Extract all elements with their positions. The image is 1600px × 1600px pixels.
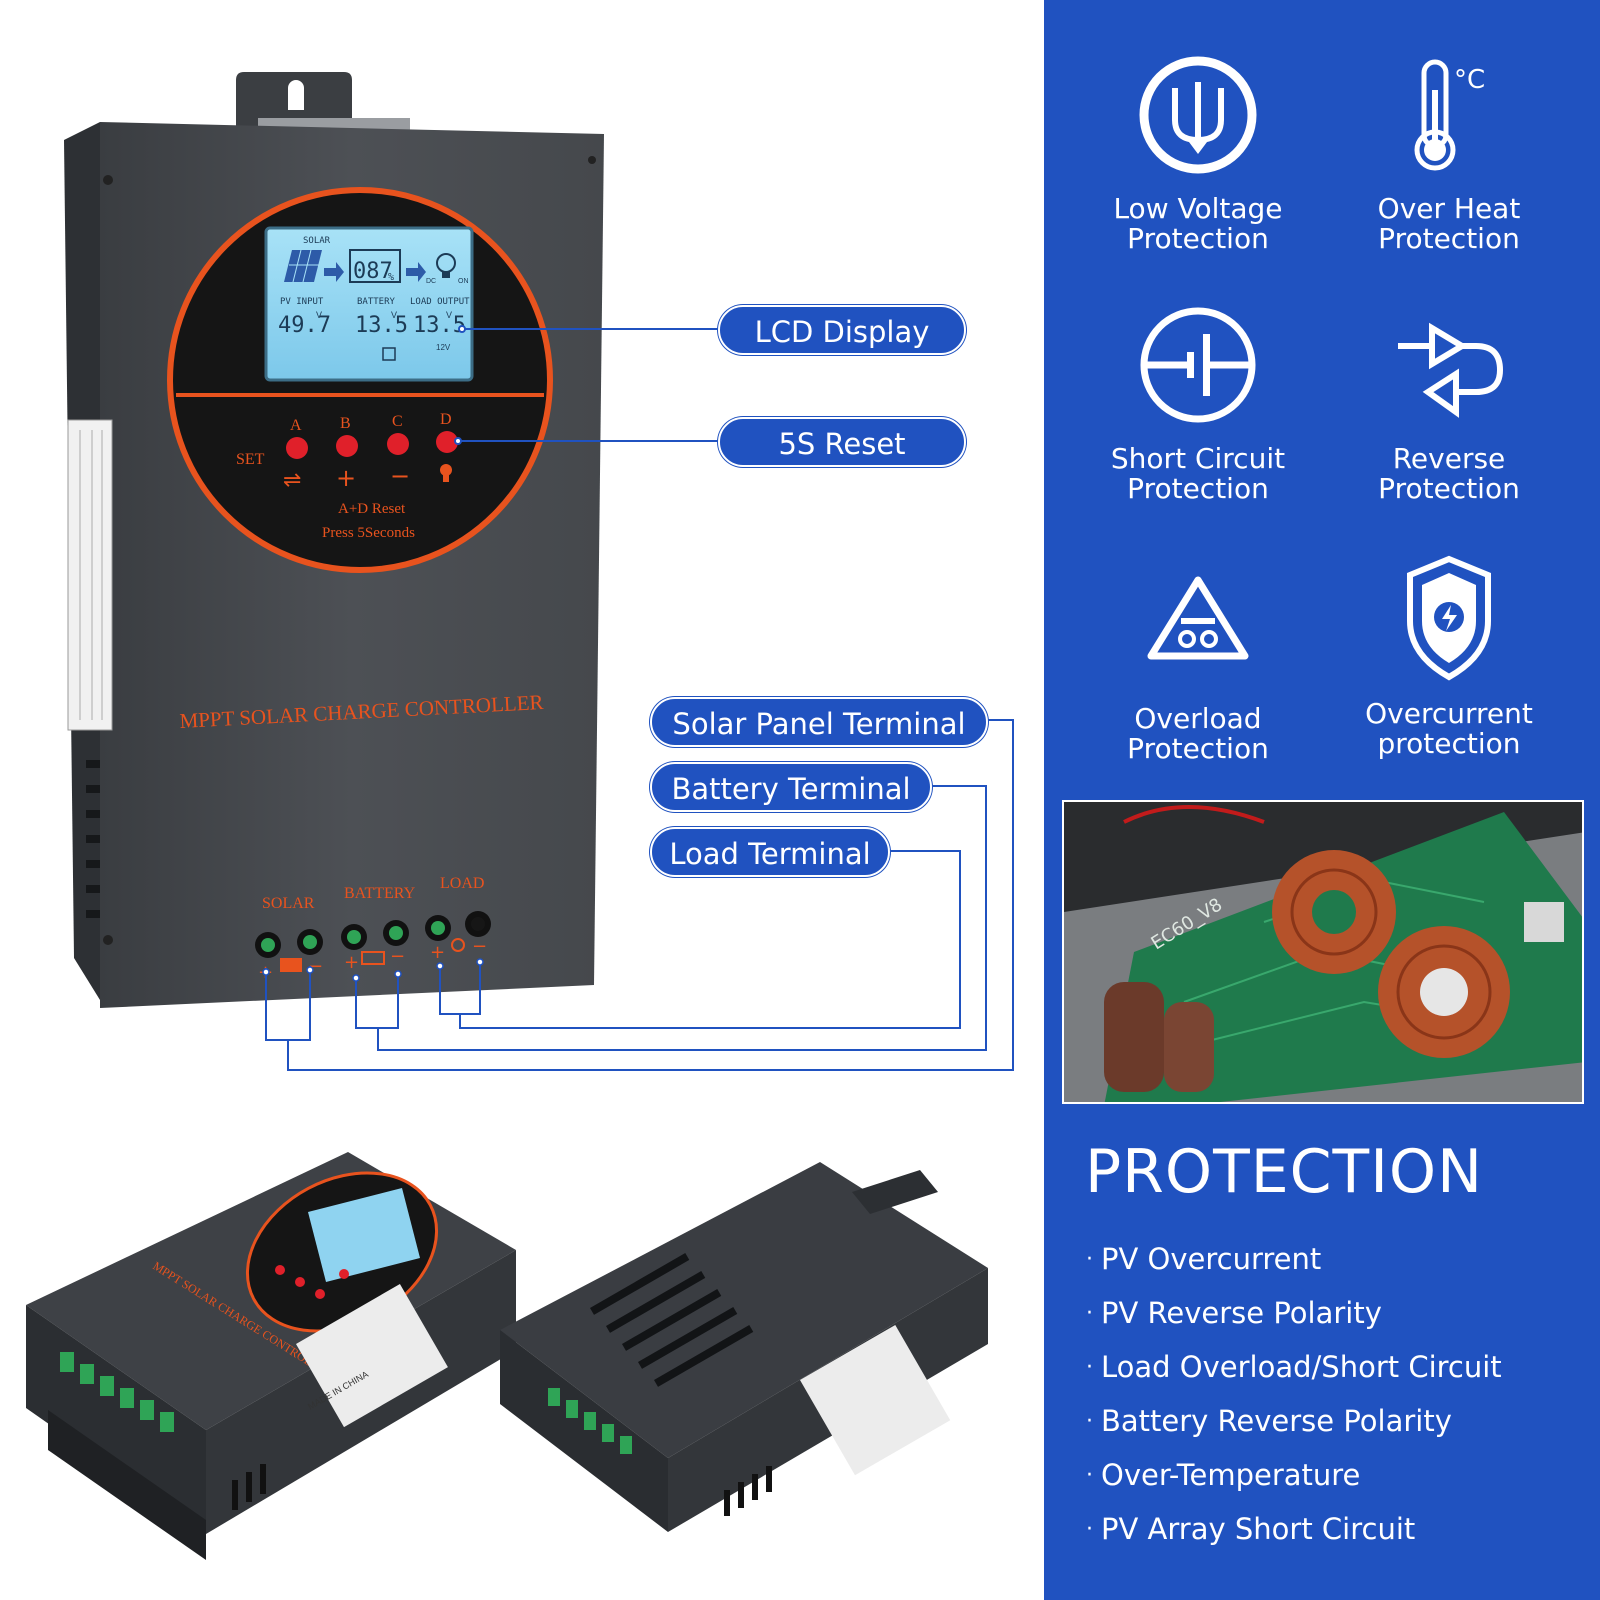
callout-solar-terminal: Solar Panel Terminal <box>650 697 988 747</box>
controller-angled-front: MPPT SOLAR CHARGE CONTROLLER MADE IN CHI… <box>26 1152 516 1560</box>
button-d[interactable] <box>436 431 458 453</box>
svg-text:D: D <box>440 411 452 428</box>
feature-overcurrent: Overcurrent protection <box>1334 555 1564 759</box>
svg-text:BATTERY: BATTERY <box>357 297 396 307</box>
list-item: ·PV Overcurrent <box>1086 1242 1322 1276</box>
svg-text:−: − <box>390 946 405 967</box>
svg-text:V: V <box>391 310 397 320</box>
svg-text:12V: 12V <box>436 343 451 352</box>
charge-controller-front: SOLAR 087 % DC ON PV INPUT BATTERY LOAD … <box>64 72 604 1008</box>
low-voltage-icon <box>1139 56 1257 174</box>
svg-text:LOAD: LOAD <box>440 875 484 892</box>
minus-icon: − <box>390 462 410 490</box>
svg-text:49.7: 49.7 <box>278 313 331 338</box>
list-item: ·PV Reverse Polarity <box>1086 1296 1382 1330</box>
svg-text:13.5: 13.5 <box>355 313 408 338</box>
svg-text:DC: DC <box>426 278 436 285</box>
short-circuit-icon <box>1140 307 1256 423</box>
plus-icon: + <box>336 464 356 492</box>
lcd-display: SOLAR 087 % DC ON PV INPUT BATTERY LOAD … <box>264 226 474 382</box>
protection-title: PROTECTION <box>1085 1137 1484 1207</box>
list-item: ·PV Array Short Circuit <box>1086 1512 1416 1546</box>
svg-text:−: − <box>472 936 487 957</box>
callout-5s-reset: 5S Reset <box>718 417 966 467</box>
list-item: ·Battery Reverse Polarity <box>1086 1404 1452 1438</box>
svg-text:ON: ON <box>458 278 469 285</box>
svg-text:087: 087 <box>353 259 393 284</box>
callout-lcd-display: LCD Display <box>718 305 966 355</box>
svg-text:+: + <box>344 952 359 973</box>
svg-text:%: % <box>388 272 394 283</box>
svg-text:SOLAR: SOLAR <box>262 895 315 912</box>
bulb-small-icon <box>440 464 452 482</box>
svg-text:A: A <box>290 417 302 434</box>
feature-overload: Overload Protection <box>1083 560 1313 764</box>
button-c[interactable] <box>387 433 409 455</box>
feature-reverse: Reverse Protection <box>1334 300 1564 504</box>
svg-text:−: − <box>308 956 323 977</box>
controller-angled-back <box>500 1162 988 1532</box>
svg-text:V: V <box>446 310 452 320</box>
feature-low-voltage: Low Voltage Protection <box>1083 50 1313 254</box>
spec-sticker <box>67 419 113 731</box>
controller-angled-views: MPPT SOLAR CHARGE CONTROLLER MADE IN CHI… <box>26 1152 988 1560</box>
svg-text:C: C <box>392 413 403 430</box>
solar-panel-icon <box>284 249 322 283</box>
svg-text:PV INPUT: PV INPUT <box>280 297 324 307</box>
mount-bracket <box>236 72 410 130</box>
overload-icon <box>1147 576 1249 660</box>
svg-text:13.5: 13.5 <box>413 313 466 338</box>
svg-text:B: B <box>340 415 351 432</box>
svg-text:V: V <box>316 310 322 320</box>
callout-load-terminal: Load Terminal <box>650 827 890 877</box>
thermometer-icon: °C <box>1414 59 1485 171</box>
button-b[interactable] <box>336 435 358 457</box>
svg-text:LOAD OUTPUT: LOAD OUTPUT <box>410 297 470 307</box>
svg-text:BATTERY: BATTERY <box>344 885 416 902</box>
side-vents <box>86 760 100 918</box>
svg-text:+: + <box>258 962 273 983</box>
protection-list: ·PV Overcurrent ·PV Reverse Polarity ·Lo… <box>1086 1232 1502 1556</box>
svg-text:SOLAR: SOLAR <box>303 236 331 246</box>
svg-text:SET: SET <box>236 451 265 468</box>
reverse-arrow-icon <box>1398 322 1504 418</box>
pcb-photo: EC60_V8 <box>1062 800 1584 1104</box>
list-item: ·Over-Temperature <box>1086 1458 1361 1492</box>
overcurrent-shield-icon <box>1407 555 1491 681</box>
callout-battery-terminal: Battery Terminal <box>650 762 932 812</box>
feature-over-heat: °C Over Heat Protection <box>1334 50 1564 254</box>
bulb-icon <box>436 253 456 278</box>
svg-text:°C: °C <box>1454 65 1485 95</box>
svg-text:Press 5Seconds: Press 5Seconds <box>322 525 415 541</box>
swap-icon: ⇌ <box>283 468 301 493</box>
svg-text:+: + <box>430 942 445 963</box>
list-item: ·Load Overload/Short Circuit <box>1086 1350 1502 1384</box>
button-a[interactable] <box>286 437 308 459</box>
feature-short-circuit: Short Circuit Protection <box>1083 300 1313 504</box>
svg-text:A+D Reset: A+D Reset <box>338 501 406 517</box>
